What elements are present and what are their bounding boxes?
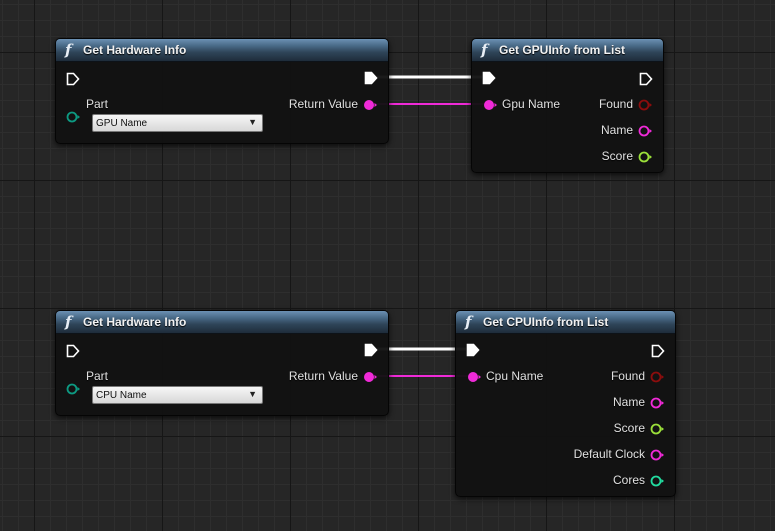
exec-out-pin-icon[interactable] xyxy=(364,71,378,85)
function-icon: f xyxy=(65,313,72,331)
exec-in-pin-icon[interactable] xyxy=(66,72,80,86)
part-enum-pin-icon[interactable] xyxy=(65,110,81,124)
part-label: Part xyxy=(86,369,109,383)
output-label-default-clock: Default Clock xyxy=(573,447,645,461)
node-get-cpuinfo-from-list[interactable]: f Get CPUInfo from List Cpu Name Found N… xyxy=(455,310,676,497)
return-value-label: Return Value xyxy=(288,97,358,111)
exec-out-pin-icon[interactable] xyxy=(651,344,665,358)
node-title: Get Hardware Info xyxy=(83,315,187,329)
output-label-score: Score xyxy=(601,149,633,163)
output-label-cores: Cores xyxy=(612,473,645,487)
node-header[interactable]: f Get CPUInfo from List xyxy=(456,311,675,334)
output-label-found: Found xyxy=(598,97,633,111)
function-icon: f xyxy=(465,313,472,331)
node-header[interactable]: f Get GPUInfo from List xyxy=(472,39,663,62)
exec-in-pin-icon[interactable] xyxy=(482,71,496,85)
exec-out-pin-icon[interactable] xyxy=(364,343,378,357)
return-value-label: Return Value xyxy=(288,369,358,383)
default-clock-string-pin-icon[interactable] xyxy=(649,448,665,462)
part-dropdown-value: GPU Name xyxy=(96,118,148,129)
gpu-name-pin-icon[interactable] xyxy=(482,98,498,112)
found-bool-pin-icon[interactable] xyxy=(649,370,665,384)
node-get-hardware-info-gpu[interactable]: f Get Hardware Info Part GPU Name ▼ Retu… xyxy=(55,38,389,144)
cores-int-pin-icon[interactable] xyxy=(649,474,665,488)
part-dropdown[interactable]: GPU Name ▼ xyxy=(92,114,263,132)
cpu-name-pin-icon[interactable] xyxy=(466,370,482,384)
node-title: Get Hardware Info xyxy=(83,43,187,57)
name-string-pin-icon[interactable] xyxy=(637,124,653,138)
name-string-pin-icon[interactable] xyxy=(649,396,665,410)
part-dropdown[interactable]: CPU Name ▼ xyxy=(92,386,263,404)
exec-out-pin-icon[interactable] xyxy=(639,72,653,86)
output-label-score: Score xyxy=(613,421,645,435)
score-float-pin-icon[interactable] xyxy=(649,422,665,436)
exec-in-pin-icon[interactable] xyxy=(466,343,480,357)
part-enum-pin-icon[interactable] xyxy=(65,382,81,396)
output-label-name: Name xyxy=(612,395,645,409)
found-bool-pin-icon[interactable] xyxy=(637,98,653,112)
function-icon: f xyxy=(481,41,488,59)
node-title: Get GPUInfo from List xyxy=(499,43,625,57)
node-header[interactable]: f Get Hardware Info xyxy=(56,39,388,62)
node-get-gpuinfo-from-list[interactable]: f Get GPUInfo from List Gpu Name Found N… xyxy=(471,38,664,173)
part-label: Part xyxy=(86,97,109,111)
exec-in-pin-icon[interactable] xyxy=(66,344,80,358)
cpu-name-label: Cpu Name xyxy=(486,369,544,383)
node-get-hardware-info-cpu[interactable]: f Get Hardware Info Part CPU Name ▼ Retu… xyxy=(55,310,389,416)
output-label-name: Name xyxy=(600,123,633,137)
chevron-down-icon: ▼ xyxy=(248,389,257,399)
node-title: Get CPUInfo from List xyxy=(483,315,609,329)
chevron-down-icon: ▼ xyxy=(248,117,257,127)
part-dropdown-value: CPU Name xyxy=(96,390,147,401)
return-value-pin-icon[interactable] xyxy=(362,98,378,112)
gpu-name-label: Gpu Name xyxy=(502,97,561,111)
score-float-pin-icon[interactable] xyxy=(637,150,653,164)
return-value-pin-icon[interactable] xyxy=(362,370,378,384)
node-header[interactable]: f Get Hardware Info xyxy=(56,311,388,334)
output-label-found: Found xyxy=(610,369,645,383)
function-icon: f xyxy=(65,41,72,59)
